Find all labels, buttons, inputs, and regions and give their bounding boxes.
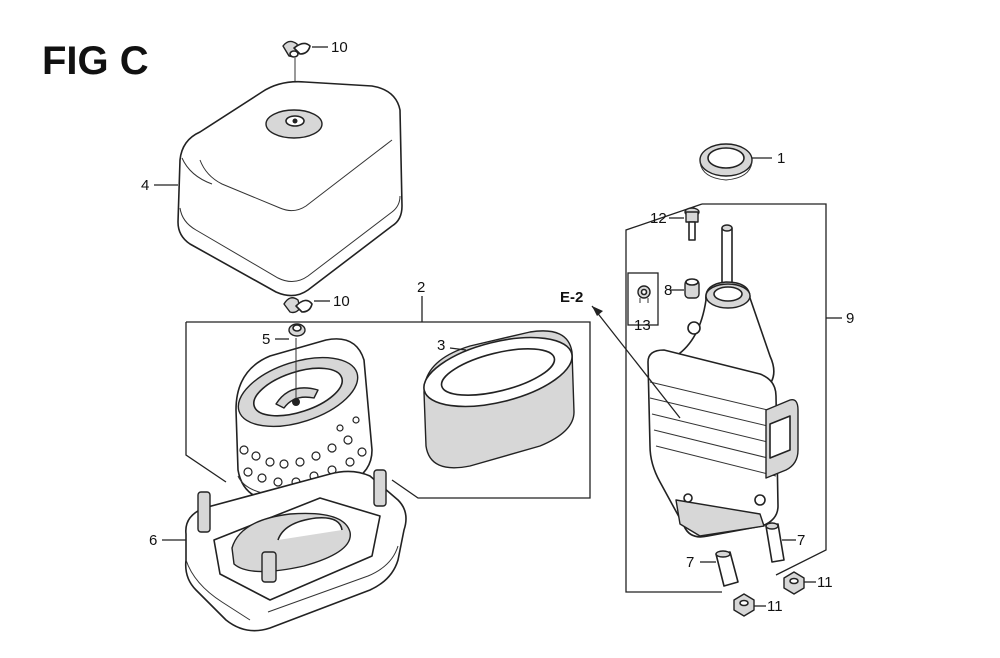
tube-right (765, 522, 785, 563)
callout-10-top: 10 (331, 39, 348, 56)
callout-2: 2 (417, 279, 425, 296)
callout-5: 5 (262, 331, 270, 348)
wing-nut-top (282, 40, 311, 58)
callout-7-right: 7 (797, 532, 805, 549)
callout-9: 9 (846, 310, 854, 327)
bolt (684, 207, 700, 241)
clip (637, 285, 651, 303)
callout-11-right: 11 (817, 574, 833, 591)
collar (684, 278, 700, 299)
reference-arrow (592, 306, 603, 316)
callout-7-left: 7 (686, 554, 694, 571)
reference-leader (591, 305, 681, 419)
callout-1: 1 (777, 150, 785, 167)
callout-10-mid: 10 (333, 293, 350, 310)
bracket-2-right (186, 321, 591, 499)
bracket-9-left (625, 203, 722, 593)
leader-3 (449, 347, 467, 351)
grommet (288, 323, 306, 337)
bracket-2-left (185, 322, 227, 483)
figure-title: FIG C (42, 39, 149, 83)
callout-6: 6 (149, 532, 157, 549)
callout-11-left: 11 (767, 598, 783, 615)
air-cleaner-case (184, 469, 407, 632)
air-chamber (647, 224, 799, 538)
wing-nut-middle (283, 297, 313, 314)
foam-filter (423, 330, 575, 469)
reference-label: E-2 (560, 289, 583, 306)
callout-13: 13 (634, 317, 651, 334)
box-13 (627, 272, 659, 326)
air-cleaner-cover (177, 80, 403, 297)
air-filter-element (235, 338, 373, 502)
seal-ring (699, 143, 753, 181)
bracket-9 (702, 203, 827, 576)
callout-12: 12 (650, 210, 667, 227)
tube-left (715, 550, 739, 587)
callout-4: 4 (141, 177, 149, 194)
callout-3: 3 (437, 337, 445, 354)
nut-right (783, 571, 805, 595)
callout-8: 8 (664, 282, 672, 299)
nut-left (733, 593, 755, 617)
